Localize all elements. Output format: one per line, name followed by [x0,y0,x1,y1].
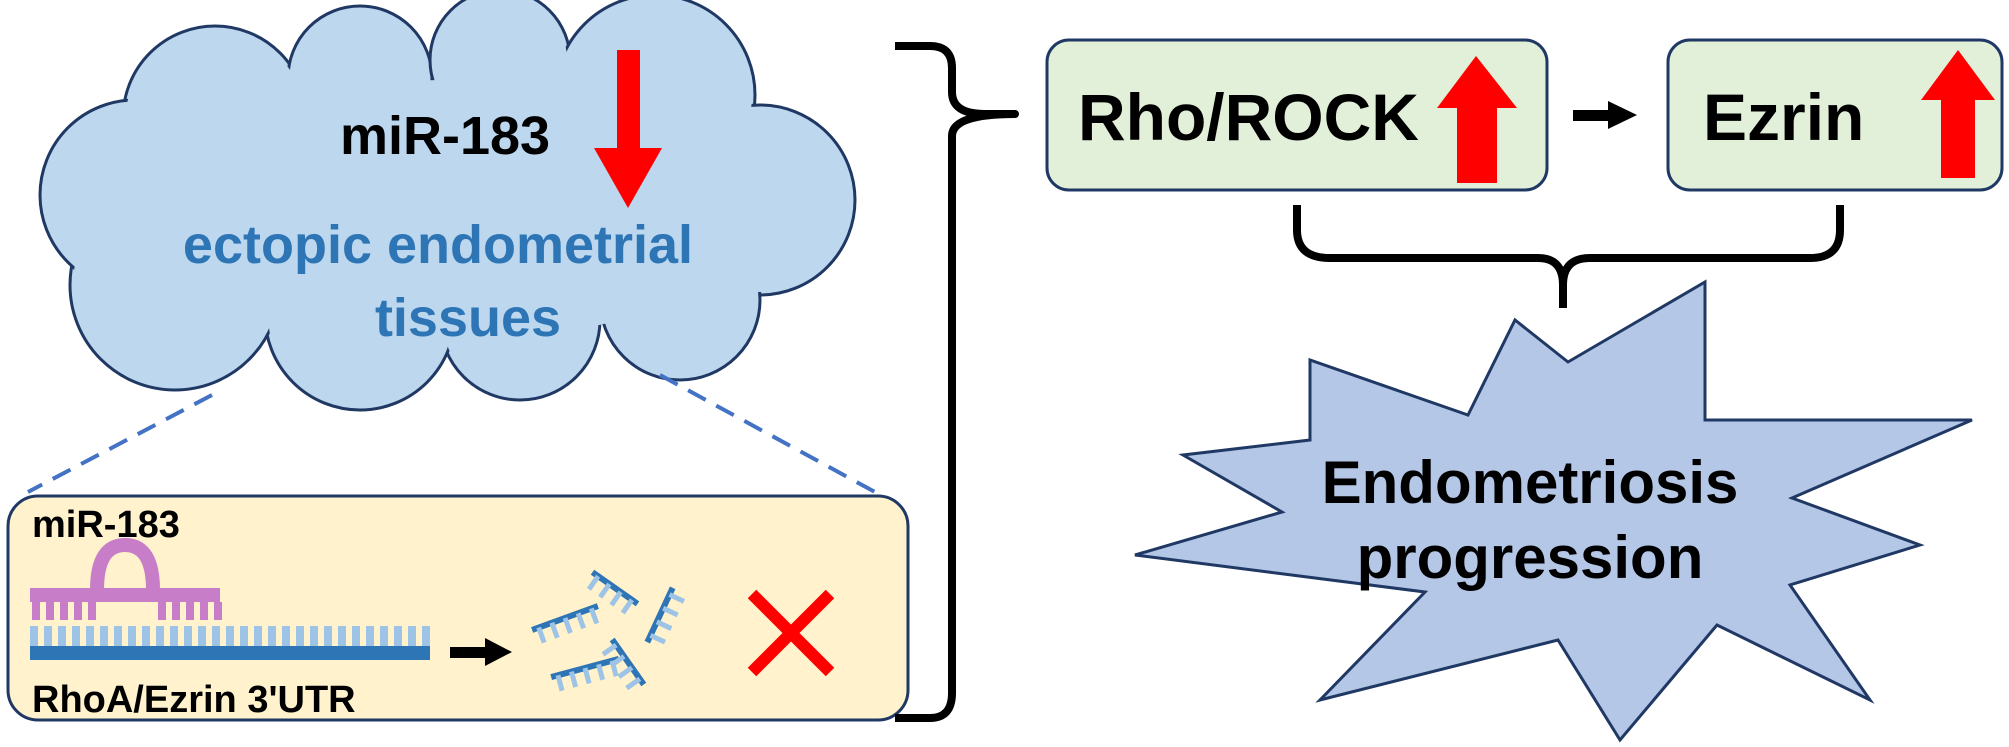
rho-rock-label: Rho/ROCK [1078,80,1419,154]
cloud-mirna-label: miR-183 [340,106,550,166]
zoom-line-left [27,393,213,494]
ezrin-label: Ezrin [1703,80,1864,154]
bottom-curly-brace [1293,205,1844,308]
red-x-icon [747,589,835,677]
left-curly-brace [895,42,1019,722]
inset-target-label: RhoA/Ezrin 3'UTR [32,679,356,721]
ezrin-up-arrow-icon [1921,50,1995,178]
rho-rock-up-arrow-icon [1437,56,1517,183]
inset-mirna-label: miR-183 [32,504,180,546]
inset-box [6,494,910,722]
cloud-shape [38,0,857,412]
outcome-label-line2: progression [1357,524,1704,591]
rho-rock-box [1045,38,1549,192]
degradation-arrow-icon [450,638,512,666]
outcome-burst-shape [1134,279,1973,743]
rho-to-ezrin-arrow-icon [1573,101,1637,129]
zoom-line-right [659,373,876,494]
degraded-rna-fragments [531,569,686,692]
mirna-binding-graphic [30,537,430,660]
outcome-label-line1: Endometriosis [1322,449,1739,516]
cloud-tissue-label-line2: tissues [375,288,561,348]
ezrin-box [1666,38,2004,192]
down-arrow-icon [594,50,662,208]
cloud-tissue-label-line1: ectopic endometrial [183,215,693,275]
